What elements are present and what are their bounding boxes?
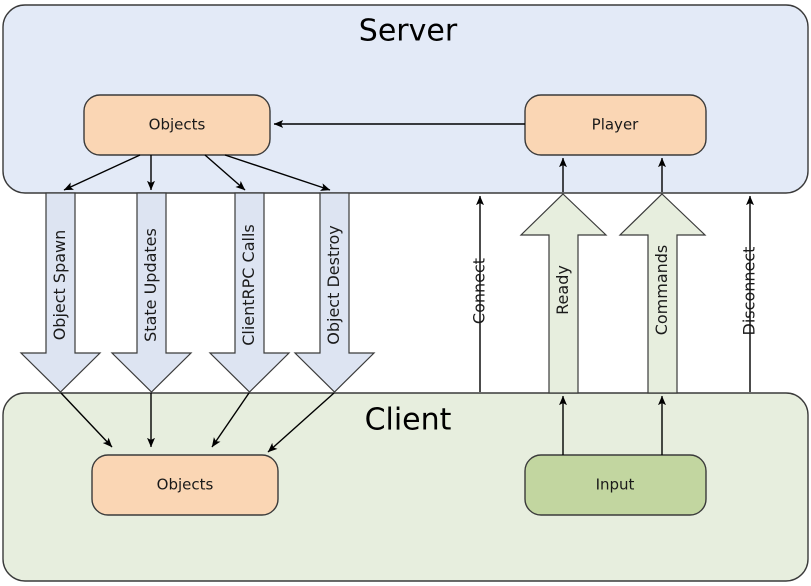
object-spawn-arrow-shape bbox=[19, 192, 102, 393]
fanin-from-object-destroy bbox=[267, 392, 335, 453]
commands-label: Commands bbox=[652, 245, 671, 336]
fanout-to-object-spawn bbox=[63, 154, 141, 191]
object-destroy-label: Object Destroy bbox=[324, 225, 343, 344]
flow-connect: Connect bbox=[470, 195, 489, 392]
flow-state-updates: State Updates bbox=[110, 192, 193, 393]
flow-disconnect: Disconnect bbox=[740, 195, 759, 392]
state-updates-label: State Updates bbox=[141, 228, 160, 342]
object-spawn-label: Object Spawn bbox=[50, 230, 69, 341]
client-zone-title: Client bbox=[365, 403, 452, 438]
ready-label: Ready bbox=[553, 265, 572, 315]
fanin-from-object-spawn bbox=[60, 392, 113, 448]
node-server-objects[interactable]: Objects bbox=[83, 94, 271, 156]
flow-object-destroy: Object Destroy bbox=[293, 192, 376, 393]
server-objects-label: Objects bbox=[149, 116, 206, 134]
flow-ready: Ready bbox=[519, 193, 608, 394]
node-server-player[interactable]: Player bbox=[524, 94, 707, 156]
server-player-label: Player bbox=[592, 116, 640, 134]
server-objects-box[interactable] bbox=[83, 94, 271, 156]
commands-arrow-shape bbox=[618, 193, 707, 394]
flow-clientrpc-calls: ClientRPC Calls bbox=[208, 192, 291, 393]
flow-object-spawn: Object Spawn bbox=[19, 192, 102, 393]
client-zone: Client bbox=[2, 392, 809, 582]
client-objects-box[interactable] bbox=[91, 454, 279, 516]
clientrpc-calls-arrow-shape bbox=[208, 192, 291, 393]
ready-arrow-shape bbox=[519, 193, 608, 394]
server-zone-title: Server bbox=[359, 14, 458, 49]
flows-to-player bbox=[559, 157, 666, 192]
node-client-input[interactable]: Input bbox=[524, 454, 707, 516]
server-objects-fanout bbox=[63, 154, 331, 191]
client-input-label: Input bbox=[596, 476, 635, 494]
fanin-from-clientrpc-calls bbox=[211, 392, 250, 448]
client-input-box[interactable] bbox=[524, 454, 707, 516]
client-objects-label: Objects bbox=[157, 476, 214, 494]
fanout-to-clientrpc-calls bbox=[204, 154, 246, 191]
server-player-box[interactable] bbox=[524, 94, 707, 156]
client-objects-fanin bbox=[60, 392, 335, 453]
client-zone-box bbox=[2, 392, 809, 582]
state-updates-arrow-shape bbox=[110, 192, 193, 393]
connect-label: Connect bbox=[470, 258, 489, 324]
fanout-to-object-destroy bbox=[224, 154, 331, 191]
clientrpc-calls-label: ClientRPC Calls bbox=[239, 224, 258, 346]
node-client-objects[interactable]: Objects bbox=[91, 454, 279, 516]
object-destroy-arrow-shape bbox=[293, 192, 376, 393]
input-to-flows bbox=[559, 395, 666, 455]
flow-commands: Commands bbox=[618, 193, 707, 394]
disconnect-label: Disconnect bbox=[740, 247, 759, 336]
